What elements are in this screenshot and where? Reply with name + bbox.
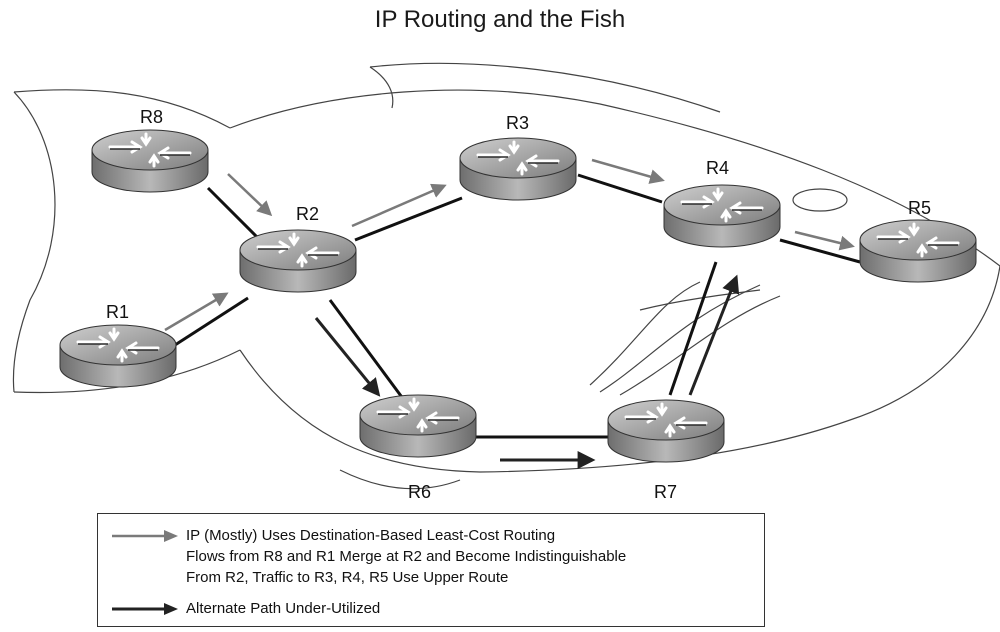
traffic-arrows bbox=[164, 158, 855, 469]
arrow-alt-r2-r6 bbox=[314, 317, 381, 397]
router-label-r6: R6 bbox=[408, 482, 432, 502]
router-label-r5: R5 bbox=[908, 198, 932, 218]
router-r7 bbox=[606, 398, 726, 464]
legend: IP (Mostly) Uses Destination-Based Least… bbox=[97, 513, 765, 627]
legend-ip-arrow-icon bbox=[112, 530, 178, 542]
legend-ip-line-1: IP (Mostly) Uses Destination-Based Least… bbox=[186, 527, 556, 544]
legend-alt-line: Alternate Path Under-Utilized bbox=[186, 600, 381, 617]
arrow-ip-r8-r2 bbox=[227, 173, 273, 217]
arrow-ip-r3-r4 bbox=[591, 158, 665, 184]
link-r2-r3 bbox=[354, 196, 463, 242]
legend-alt-arrow-icon bbox=[112, 603, 178, 615]
link-r1-r2 bbox=[174, 296, 249, 347]
arrow-alt-r7-r4 bbox=[688, 274, 740, 396]
link-r4-r5 bbox=[779, 238, 861, 264]
legend-ip-line-2: Flows from R8 and R1 Merge at R2 and Bec… bbox=[186, 548, 627, 565]
link-r3-r4 bbox=[577, 173, 663, 204]
router-label-r4: R4 bbox=[706, 158, 730, 178]
diagram-title: IP Routing and the Fish bbox=[374, 6, 626, 33]
router-label-r7: R7 bbox=[654, 482, 678, 502]
link-r8-r2 bbox=[206, 186, 264, 244]
legend-ip-line-3: From R2, Traffic to R3, R4, R5 Use Upper… bbox=[186, 569, 509, 586]
arrow-ip-r2-r3 bbox=[351, 183, 447, 228]
router-r5 bbox=[858, 218, 978, 284]
fish-outline bbox=[12, 62, 1000, 490]
router-r4 bbox=[662, 183, 782, 249]
router-r2 bbox=[238, 228, 358, 294]
router-label-r2: R2 bbox=[296, 204, 320, 224]
link-r7-r4 bbox=[668, 261, 718, 396]
arrow-ip-r1-r2 bbox=[164, 292, 229, 332]
router-r6 bbox=[358, 393, 478, 459]
router-label-r3: R3 bbox=[506, 113, 530, 133]
arrow-ip-r4-r5 bbox=[794, 230, 855, 251]
link-r2-r6 bbox=[328, 299, 406, 401]
router-label-r8: R8 bbox=[140, 107, 164, 127]
router-r8 bbox=[90, 128, 210, 194]
router-r3 bbox=[458, 136, 578, 202]
router-r1 bbox=[58, 323, 178, 389]
links bbox=[174, 173, 861, 439]
router-label-r1: R1 bbox=[106, 302, 130, 322]
